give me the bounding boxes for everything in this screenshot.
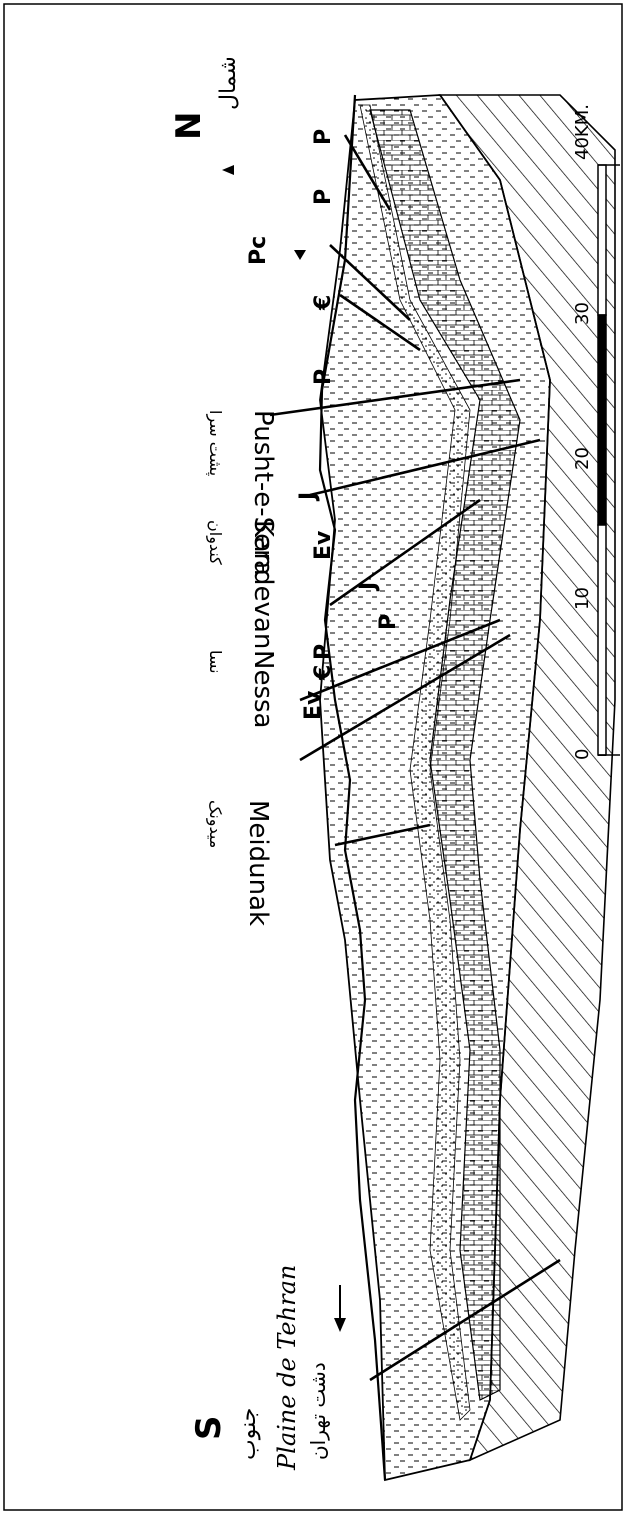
scale-tick-20: 20 [572, 447, 593, 470]
scale-tick-10: 10 [572, 587, 593, 610]
formation-p-label: P [311, 129, 336, 145]
south-label: S [189, 1416, 229, 1441]
south-persian-label: جنوب [236, 1408, 261, 1460]
formation-p-label: P [376, 614, 401, 630]
plaine-de-tehran-label: Plaine de Tehran [273, 1265, 301, 1471]
nessa-label: Nessa [248, 650, 278, 728]
plain-arrow-icon [334, 1285, 346, 1332]
pusht-e-sera-label: Pusht-e-Sera [248, 410, 278, 576]
scale-tick-0: 0 [572, 749, 593, 760]
dasht-tehran-label: دشت تهران [306, 1362, 330, 1460]
north-persian-label: شمال [216, 56, 241, 110]
meidunak-label: Meidunak [243, 800, 273, 926]
pusht-e-sera-persian-label: پشت سرا [205, 410, 225, 476]
north-label: N [169, 112, 209, 140]
meidunak-persian-label: میدونک [205, 800, 225, 848]
formation-j-label: J [296, 492, 321, 502]
formation-cambrian-label: € [311, 295, 336, 311]
kandevan-persian-label: کندوان [205, 520, 225, 565]
formation-ev-label: Ev [311, 530, 336, 560]
formation-pc-label: Pc [246, 236, 271, 265]
formation-cambrian-label: € [311, 665, 336, 681]
formation-p-label: P [311, 189, 336, 205]
scale-tick-30: 30 [572, 302, 593, 325]
formation-j-label: J [356, 582, 381, 592]
pc-arrow-icon [294, 250, 306, 260]
formation-p-label: P [311, 369, 336, 385]
north-arrow-icon [222, 165, 234, 175]
formation-p-label: P [311, 644, 336, 660]
formation-ev-label: Ev [301, 690, 326, 720]
nessa-persian-label: نسا [206, 650, 225, 674]
scale-tick-40km: 40KM. [572, 104, 593, 160]
